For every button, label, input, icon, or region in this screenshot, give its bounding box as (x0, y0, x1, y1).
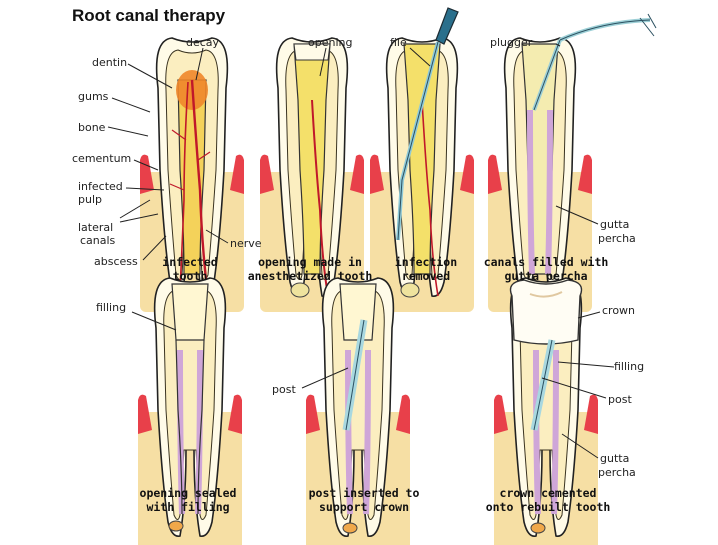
label-bone: bone (78, 121, 106, 134)
caption-infected-tooth: infected tooth (150, 255, 230, 283)
file-instrument (396, 7, 459, 241)
caption-line: tooth (172, 269, 208, 283)
caption-line: infection (394, 255, 458, 269)
caption-infection-removed: infection removed (386, 255, 466, 283)
leader-lines (107, 43, 615, 459)
label-plugger: plugger (490, 36, 533, 49)
caption-line: canals filled with (483, 255, 609, 269)
label-gutta: gutta (600, 218, 630, 231)
caption-crown-cemented: crown cemented onto rebuilt tooth (476, 486, 620, 514)
label-filling-panel5: filling (96, 301, 127, 314)
caption-line: crown cemented (499, 486, 597, 500)
label-infected: infected (78, 180, 123, 193)
caption-line: post inserted to (308, 486, 420, 500)
label-gutta-panel7: gutta (600, 452, 630, 465)
caption-opening-sealed: opening sealed with filling (128, 486, 248, 514)
label-dentin: dentin (92, 56, 128, 69)
caption-canals-filled: canals filled with gutta percha (476, 255, 616, 283)
plugger-instrument (532, 13, 657, 111)
caption-line: removed (401, 269, 451, 283)
caption-post-inserted: post inserted to support crown (296, 486, 432, 514)
tooth-post (306, 277, 410, 545)
label-abscess: abscess (94, 255, 138, 268)
label-cementum: cementum (72, 152, 132, 165)
tooth-opening (260, 37, 364, 312)
label-decay: decay (186, 36, 220, 49)
label-crown: crown (602, 304, 636, 317)
label-lateral: lateral (78, 221, 114, 234)
caption-line: opening sealed (139, 486, 237, 500)
caption-line: gutta percha (504, 269, 588, 283)
caption-line: with filling (146, 500, 230, 514)
tooth-filling (138, 277, 242, 545)
label-post-panel7: post (608, 393, 632, 406)
label-gums: gums (78, 90, 109, 103)
caption-opening: opening made in anesthetized tooth (238, 255, 382, 283)
label-percha-panel7: percha (598, 466, 636, 479)
caption-line: anesthetized tooth (247, 269, 373, 283)
label-post-panel6: post (272, 383, 296, 396)
caption-line: support crown (318, 500, 409, 514)
label-filling-panel7: filling (614, 360, 645, 373)
caption-line: opening made in (258, 255, 362, 269)
label-percha: percha (598, 232, 636, 245)
diagram-title: Root canal therapy (72, 6, 226, 25)
label-opening: opening (308, 36, 353, 49)
label-canals: canals (80, 234, 116, 247)
tooth-crown (494, 277, 598, 545)
label-file: file (390, 36, 407, 49)
tooth-file (370, 37, 474, 312)
caption-line: onto rebuilt tooth (485, 500, 611, 514)
caption-line: infected (162, 255, 218, 269)
label-nerve: nerve (230, 237, 262, 250)
label-pulp: pulp (78, 193, 102, 206)
